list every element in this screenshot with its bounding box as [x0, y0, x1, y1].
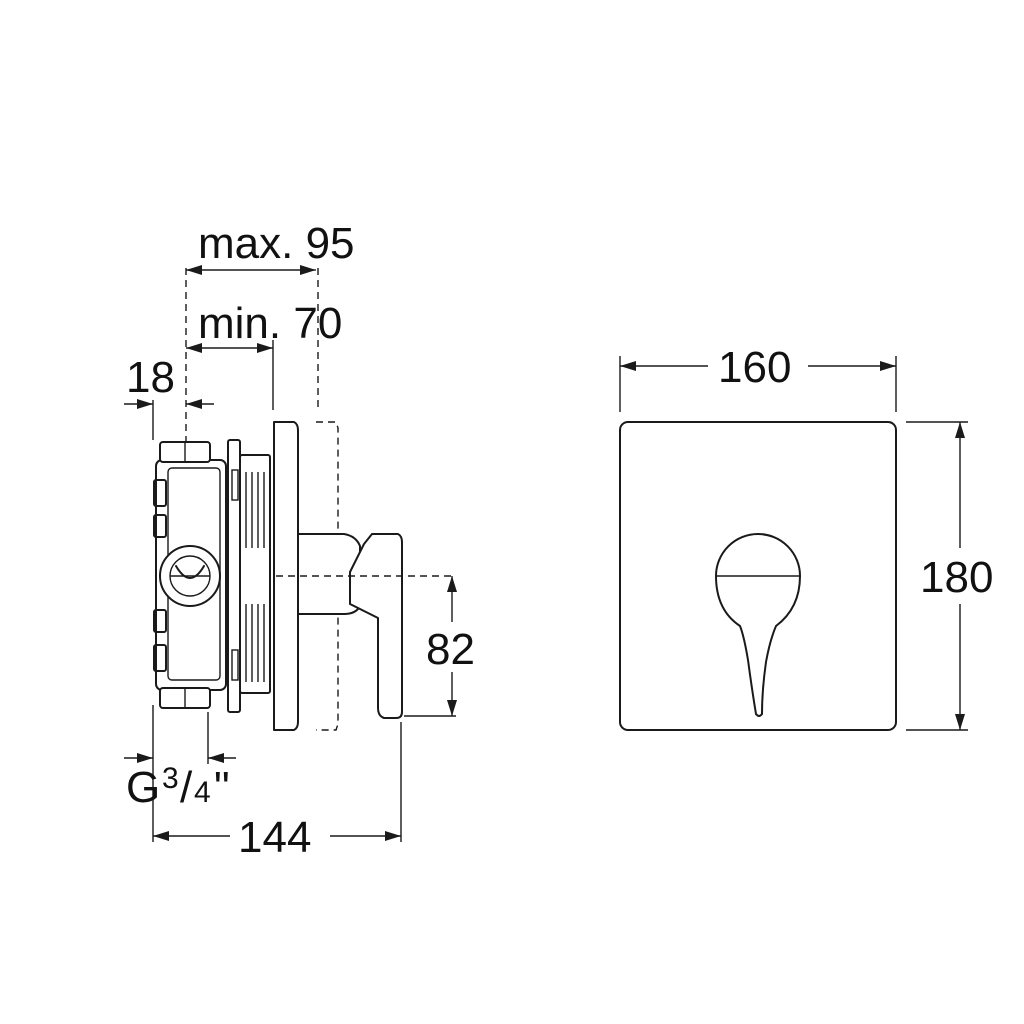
handle-height-label: 82 [426, 625, 475, 674]
thread-g-label: G [126, 763, 160, 812]
dimension-max: max. 95 [186, 219, 355, 275]
thread-inch-label: " [214, 763, 230, 812]
valve-body [153, 441, 227, 709]
offset-label: 18 [126, 353, 175, 402]
front-lever-handle [715, 533, 801, 717]
plate-width-label: 160 [718, 343, 791, 392]
plate-height-label: 180 [920, 553, 993, 602]
dimension-total-depth: 144 [153, 813, 401, 862]
max-depth-label: max. 95 [198, 219, 355, 268]
cover-plate [273, 421, 299, 731]
thread-slash-label: / [180, 763, 193, 812]
dimension-plate-width: 160 [620, 343, 896, 392]
dimension-offset: 18 [124, 353, 214, 409]
front-cover-plate [619, 421, 897, 731]
mounting-frame [227, 439, 271, 713]
thread-num-label: 3 [162, 762, 179, 795]
dimension-handle-height: 82 [420, 576, 480, 716]
side-view [152, 268, 456, 842]
dimension-plate-height: 180 [920, 422, 993, 730]
min-depth-label: min. 70 [198, 299, 342, 348]
dimension-thread: G 3 / 4 " [124, 753, 236, 812]
dimension-min: min. 70 [186, 299, 342, 353]
thread-den-label: 4 [194, 776, 211, 809]
lever-handle [349, 533, 403, 719]
front-view [619, 356, 968, 731]
total-depth-label: 144 [238, 813, 311, 862]
